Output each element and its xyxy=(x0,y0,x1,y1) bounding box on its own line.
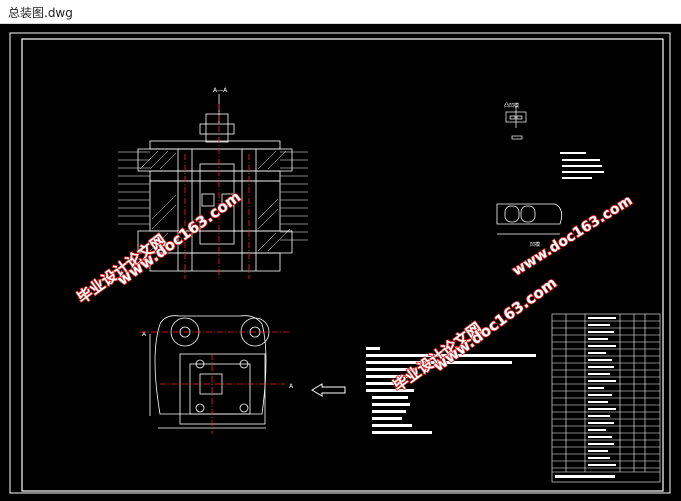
parts-list-text xyxy=(555,317,616,478)
window-titlebar: 总装图.dwg xyxy=(0,0,681,24)
plan-centerlines xyxy=(140,331,290,434)
window-title: 总装图.dwg xyxy=(8,6,73,20)
tech-notes-upper xyxy=(560,152,604,179)
view-arrow xyxy=(311,383,346,397)
section-centerlines xyxy=(184,104,250,279)
plan-marker-top: A xyxy=(142,331,147,338)
plan-marker-right: A xyxy=(289,383,294,390)
section-label: A—A xyxy=(213,87,228,94)
watermark-2: 毕业设计论文网 www.doc163.com xyxy=(389,273,561,396)
watermark-url-2: www.doc163.com xyxy=(430,274,560,376)
parts-list-rows xyxy=(552,320,660,469)
watermark-url-1: www.doc163.com xyxy=(114,188,244,290)
drawing-canvas[interactable]: A—A xyxy=(0,24,681,501)
drawing-viewer[interactable]: A—A xyxy=(0,24,681,501)
plan-view: A A xyxy=(142,315,294,429)
detail-label: 凸凹模 xyxy=(504,102,519,109)
drawing-border-outer xyxy=(9,32,671,494)
drawing-border-inner xyxy=(21,38,664,492)
section-view: A—A xyxy=(118,87,308,272)
part-label: 凹模 xyxy=(530,241,540,248)
part-view: 凹模 xyxy=(496,203,563,248)
tech-notes-lower xyxy=(366,347,536,434)
detail-view: 凸凹模 xyxy=(504,102,527,140)
